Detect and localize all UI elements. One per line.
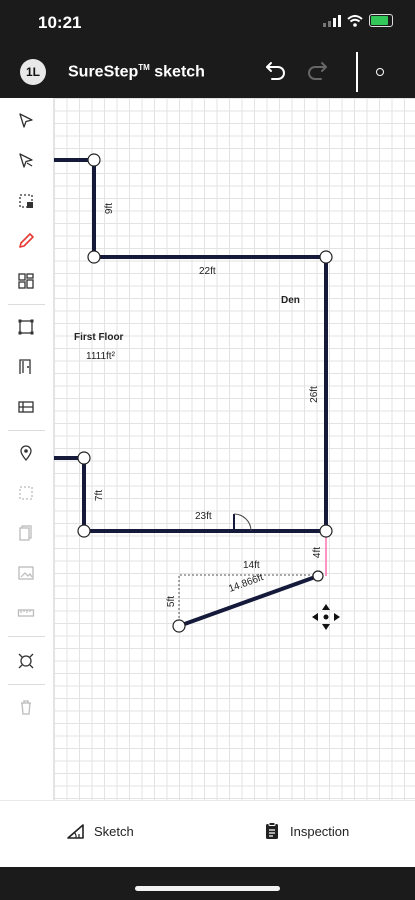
dimension-label: 26ft [308,386,320,403]
wall-left-lower-segment[interactable] [52,456,86,533]
door-swing [233,513,252,532]
clipboard-icon [266,822,278,839]
grid-background [54,98,415,800]
vertex[interactable] [172,619,186,633]
status-time: 10:21 [38,13,82,32]
wall-new-diagonal[interactable] [177,574,320,628]
pencil-icon[interactable] [13,228,39,254]
window-icon[interactable] [13,394,39,420]
wall-top-left-segment[interactable] [52,158,96,259]
nav-sketch-label: Sketch [94,823,134,839]
vertex[interactable] [77,524,91,538]
room-name[interactable]: Den [281,295,300,306]
battery-level [371,16,388,25]
toolbar-separator [8,684,45,685]
door-icon[interactable] [13,354,39,380]
status-icons [323,14,393,27]
app-header: 1L SureStepTM sketch [0,44,415,98]
app-title-name: SureStep [68,63,139,81]
move-handle-icon[interactable] [312,604,340,630]
sketch-tab-icon [67,824,84,839]
vertex[interactable] [77,451,91,465]
vertex[interactable] [319,524,333,538]
vertex[interactable] [87,153,101,167]
dimension-label: 14ft [243,560,260,571]
app-title: SureStepTM sketch [68,63,205,81]
ruler-icon[interactable] [13,600,39,626]
app-title-trademark: TM [138,63,150,72]
header-divider [356,52,358,92]
vertices[interactable] [77,153,333,633]
undo-icon[interactable] [264,58,288,82]
app-logo[interactable]: 1L [20,59,46,85]
battery-icon [369,14,393,27]
redo-icon[interactable] [305,58,329,82]
dimension-label: 23ft [195,511,212,522]
select-arrow-icon[interactable] [13,108,39,134]
vertex[interactable] [312,570,324,582]
home-indicator[interactable] [135,886,280,891]
dimension-guide [178,574,318,626]
dimension-label: 22ft [199,266,216,277]
duplicate-icon[interactable] [13,520,39,546]
image-icon[interactable] [13,560,39,586]
dimension-label: 4ft [312,546,324,559]
status-bar: 10:21 [0,0,415,44]
toolbar-separator [8,430,45,431]
location-pin-icon[interactable] [13,440,39,466]
wifi-icon [347,14,363,27]
nav-inspection-label: Inspection [290,823,350,839]
grid-tiles-icon[interactable] [13,268,39,294]
walls[interactable] [52,158,328,628]
tool-sidebar [0,98,54,800]
dimension-label: 9ft [104,202,116,215]
room-icon[interactable] [13,314,39,340]
dimension-label: 5ft [166,595,178,608]
more-options-icon[interactable] [376,68,384,76]
toolbar-separator [8,304,45,305]
fit-view-icon[interactable] [13,648,39,674]
marquee-select-icon[interactable] [13,188,39,214]
dimension-label: 7ft [94,489,106,502]
bottom-navigation: Sketch Inspection [0,800,415,868]
nav-inspection[interactable]: Inspection [262,821,349,841]
nav-sketch[interactable]: Sketch [66,821,134,841]
trash-icon[interactable] [13,694,39,720]
app-title-suffix: sketch [149,63,205,81]
multi-select-icon[interactable] [13,148,39,174]
vertex[interactable] [319,250,333,264]
signal-icon [323,14,341,27]
floor-area: 1111ft² [86,351,115,362]
copy-box-icon[interactable] [13,480,39,506]
vertex[interactable] [87,250,101,264]
floor-name[interactable]: First Floor [74,332,124,343]
home-indicator-area [0,867,415,900]
sketch-canvas[interactable]: 9ft 22ft Den First Floor 1111ft² 26ft 7f… [0,98,415,800]
toolbar-separator [8,636,45,637]
floor-plan[interactable] [0,98,415,800]
